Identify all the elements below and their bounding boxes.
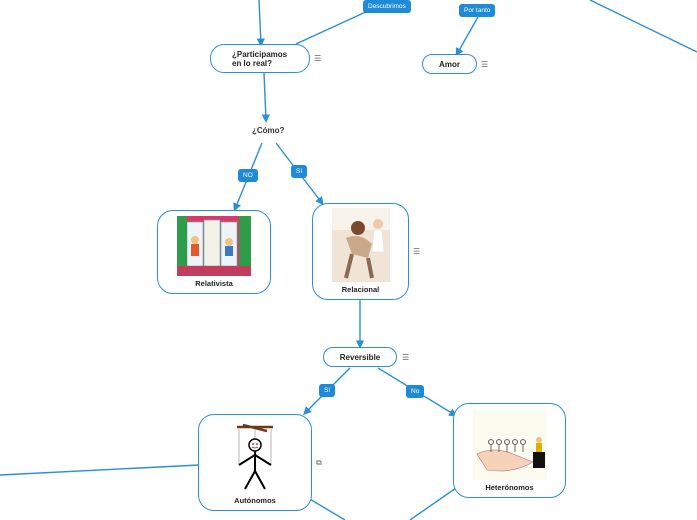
- node-relacional[interactable]: Relacional: [312, 203, 409, 300]
- node-autonomos-label: Autónomos: [234, 496, 276, 505]
- tag-si-relacional[interactable]: Sí: [291, 165, 308, 178]
- link-heteronomos-bottom: [409, 487, 457, 520]
- tag-por-tanto[interactable]: Por tanto: [459, 4, 496, 17]
- node-amor[interactable]: Amor: [422, 54, 477, 74]
- menu-icon[interactable]: ☰: [402, 353, 410, 362]
- external-link-icon[interactable]: ⧉: [316, 458, 322, 467]
- node-amor-label: Amor: [439, 59, 460, 69]
- heteronomos-image: [472, 410, 547, 480]
- relacional-image: [331, 208, 390, 282]
- tag-no-heteronomos[interactable]: No: [406, 385, 425, 398]
- node-reversible-label: Reversible: [339, 352, 381, 362]
- tag-descubrimos[interactable]: Descubrimos: [363, 0, 411, 13]
- puppet-image: [237, 423, 273, 490]
- node-participamos[interactable]: ¿Participamos en lo real?: [210, 44, 310, 73]
- link-participamos-to-descubrimos: [295, 9, 371, 45]
- menu-icon[interactable]: ☰: [413, 247, 421, 256]
- link-autonomos-left: [0, 464, 200, 476]
- node-como[interactable]: ¿Cómo?: [252, 126, 285, 135]
- tag-si-autonomos[interactable]: Sí: [319, 384, 336, 397]
- menu-icon[interactable]: ☰: [481, 60, 489, 69]
- node-relativista[interactable]: Relativista: [157, 210, 271, 294]
- node-relativista-label: Relativista: [195, 279, 233, 288]
- link-autonomos-bottom: [307, 497, 346, 520]
- link-top-to-participamos: [256, 0, 265, 47]
- relativista-image: [177, 216, 251, 276]
- node-autonomos[interactable]: Autónomos: [198, 414, 312, 511]
- node-heteronomos-label: Heterónomos: [485, 483, 534, 492]
- node-reversible[interactable]: Reversible: [323, 347, 397, 367]
- node-participamos-label: ¿Participamos en lo real?: [232, 49, 288, 68]
- node-heteronomos[interactable]: Heterónomos: [453, 403, 566, 498]
- menu-icon[interactable]: ☰: [314, 54, 322, 63]
- node-relacional-label: Relacional: [341, 285, 380, 294]
- link-top-right: [589, 0, 697, 53]
- tag-no-relativista[interactable]: NO: [238, 169, 258, 182]
- link-participamos-to-como: [261, 72, 270, 123]
- link-portanto-to-amor: [455, 16, 479, 57]
